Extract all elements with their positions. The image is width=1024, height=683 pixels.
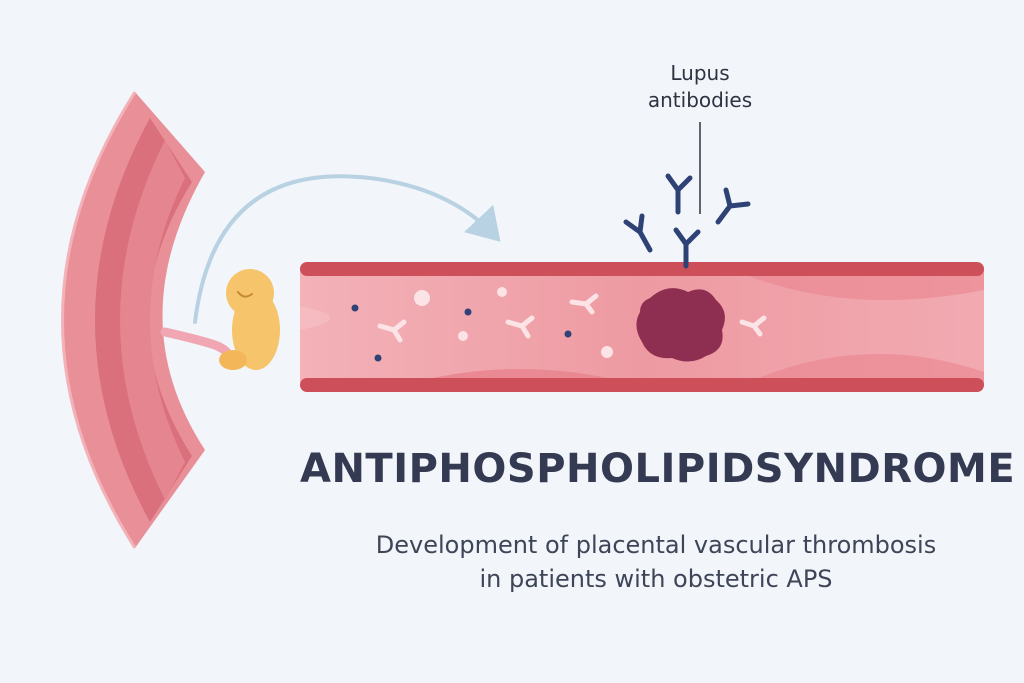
antibody-icon [715, 187, 751, 225]
callout-line-1: Lupus [670, 61, 730, 85]
thrombus-icon [636, 288, 725, 362]
vessel-wall-bottom [300, 378, 984, 392]
subtitle-line-1: Development of placental vascular thromb… [375, 531, 937, 559]
arrow-icon [193, 174, 501, 324]
page-subtitle: Development of placental vascular thromb… [300, 528, 1012, 596]
subtitle-line-2: in patients with obstetric APS [479, 565, 833, 593]
antibody-icon [665, 173, 693, 215]
lupus-antibodies-label: Lupus antibodies [610, 60, 790, 114]
umbilical-cord [160, 327, 235, 363]
antibody-icon [623, 213, 653, 253]
uterine-wall [61, 91, 205, 549]
vessel-wall-top [300, 262, 984, 276]
blood-particles [351, 287, 767, 362]
callout-line-2: antibodies [647, 88, 753, 112]
page-title: ANTIPHOSPHOLIPIDSYNDROME [300, 446, 1016, 492]
antibodies [623, 173, 751, 269]
fetus-icon [219, 269, 280, 370]
antibody-icon [673, 227, 701, 269]
